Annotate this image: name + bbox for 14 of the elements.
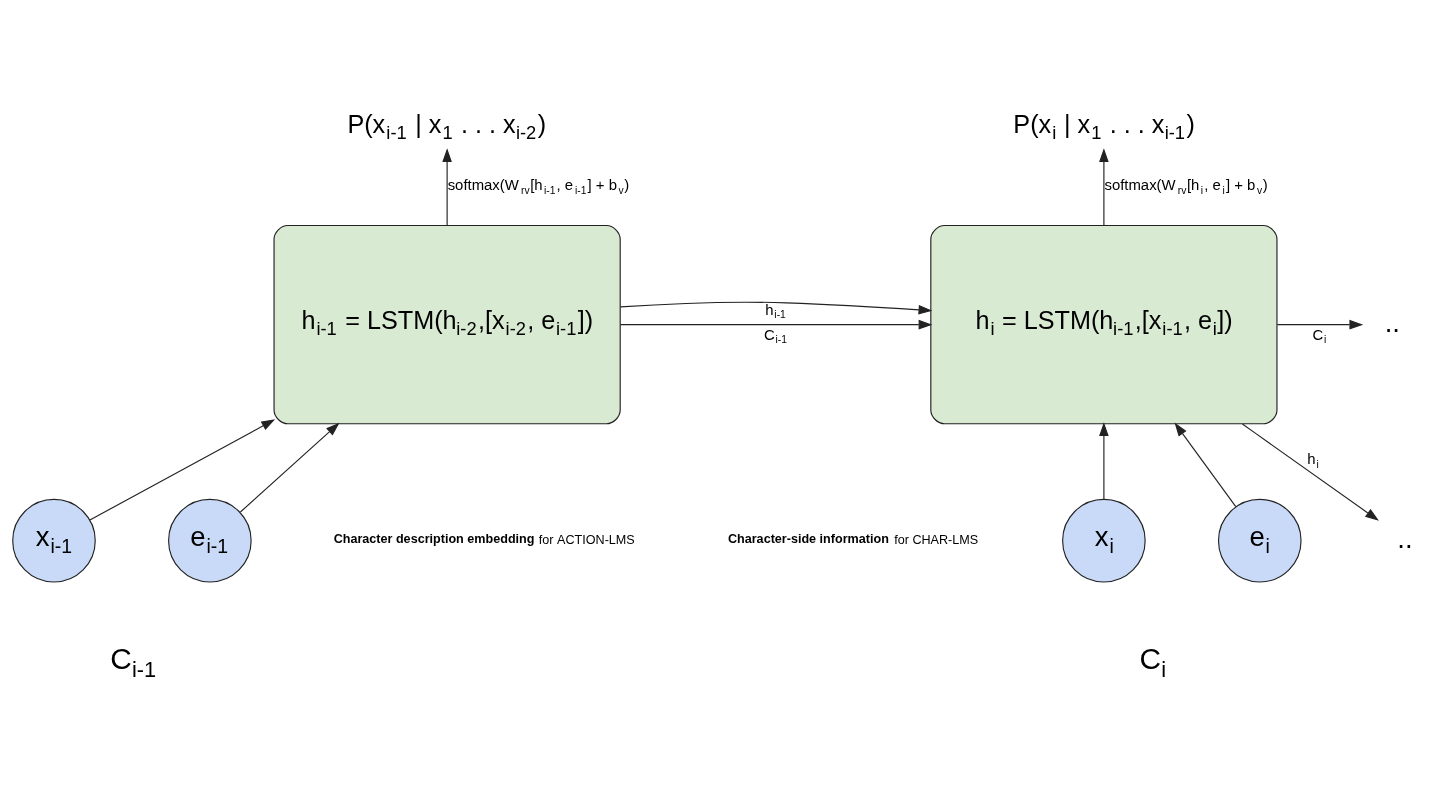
node-text: .. (1384, 306, 1400, 338)
label: Character description embedding for ACTION-LMS (333, 531, 635, 547)
label: Character-side information for CHAR-LMS (727, 531, 979, 547)
arrow (619, 301, 933, 315)
node-text: .. (1397, 522, 1413, 554)
arrow (89, 418, 276, 521)
arrow (1276, 319, 1364, 329)
arrow (1174, 422, 1237, 507)
arrow (239, 422, 340, 513)
arrow (1099, 147, 1109, 226)
arrow (1099, 421, 1109, 500)
arrow (442, 147, 452, 226)
arrow (619, 319, 933, 329)
arrow (1241, 422, 1379, 521)
